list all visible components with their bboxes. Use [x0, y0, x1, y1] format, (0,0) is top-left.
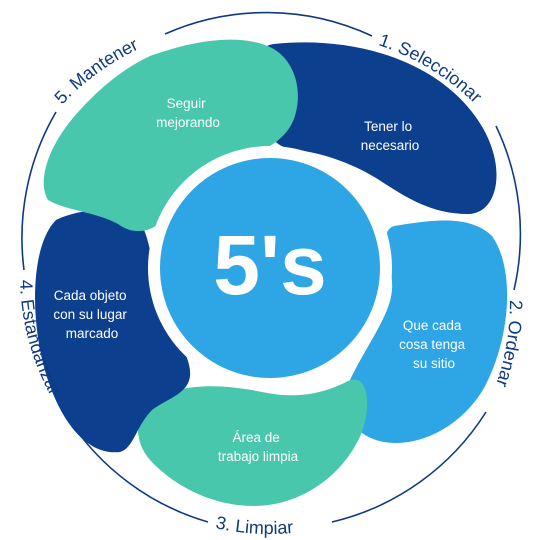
- segment-mantener: [43, 39, 298, 232]
- ring-arc: [331, 411, 487, 523]
- ring-arc: [495, 125, 522, 291]
- segment-text-limpiar: Área de trabajo limpia: [218, 430, 299, 464]
- segment-text-seleccionar: Tener lo necesario: [361, 119, 420, 153]
- segment-text-mantener: Seguir mejorando: [156, 96, 220, 130]
- segment-limpiar: [138, 379, 368, 506]
- center-label: 5's: [213, 218, 326, 312]
- ring-arc: [164, 11, 373, 37]
- segment-text-estandarizar: Cada objeto con su lugar marcado: [53, 288, 130, 341]
- ring-arc: [21, 111, 57, 271]
- segment-ordenar: [345, 220, 508, 443]
- center-circle: [160, 158, 380, 378]
- segment-text-ordenar: Que cada cosa tenga su sitio: [399, 318, 469, 371]
- segment-seleccionar: [258, 42, 497, 214]
- step-label-3: 3. Limpiar: [214, 512, 294, 538]
